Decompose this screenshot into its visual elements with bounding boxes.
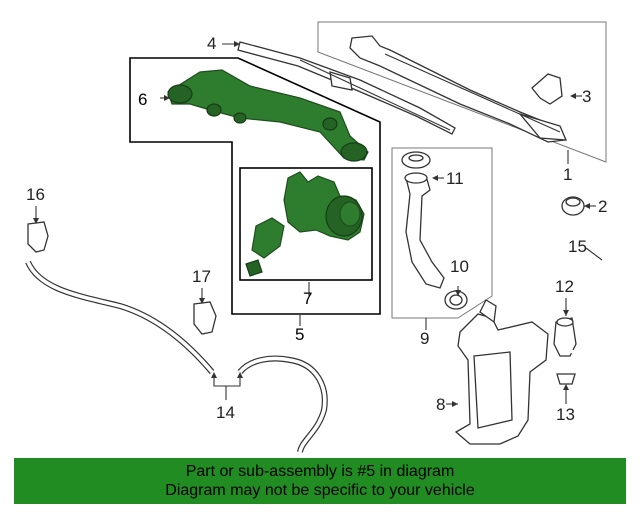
callout-14: 14 [216, 403, 235, 422]
disclaimer-banner: Part or sub-assembly is #5 in diagram Di… [14, 458, 626, 504]
callout-17: 17 [192, 267, 211, 286]
wiper-arm-part-1[interactable] [349, 35, 568, 143]
wiper-linkage-part-6[interactable] [167, 69, 369, 162]
washer-nozzle-part-17[interactable] [193, 301, 217, 335]
callout-11: 11 [446, 169, 464, 188]
callout-13: 13 [556, 405, 575, 424]
arrow-heads [33, 41, 590, 407]
callout-16: 16 [26, 185, 45, 204]
callout-2: 2 [598, 197, 607, 216]
grommet-part-13[interactable] [556, 373, 576, 385]
nut-part-2[interactable] [561, 196, 585, 216]
motor-subassembly-box [239, 167, 373, 281]
wiper-motor-part-7[interactable] [245, 171, 365, 277]
callout-12: 12 [555, 277, 574, 296]
callout-5: 5 [295, 325, 304, 344]
callout-15: 15 [568, 237, 587, 256]
washer-pump-part-12[interactable] [553, 317, 577, 357]
callout-1: 1 [563, 165, 572, 184]
highlighted-assembly-outline [129, 57, 381, 315]
callout-7: 7 [303, 289, 312, 308]
callout-8: 8 [436, 395, 445, 414]
banner-line-2: Diagram may not be specific to your vehi… [165, 482, 475, 499]
callout-3: 3 [582, 87, 591, 106]
washer-nozzle-part-16[interactable] [27, 221, 49, 253]
banner-line-1: Part or sub-assembly is #5 in diagram [185, 463, 455, 480]
hose-part-15[interactable] [568, 261, 606, 354]
wiper-blade-part-4[interactable] [237, 41, 456, 135]
filler-neck-part-9[interactable] [404, 172, 445, 289]
callout-10: 10 [450, 257, 469, 276]
hose-assembly-part-14[interactable] [25, 260, 328, 453]
washer-reservoir-part-8[interactable] [454, 299, 549, 445]
wiper-cap-part-3[interactable] [531, 73, 563, 105]
seal-ring-part-10[interactable] [444, 290, 468, 310]
callout-6: 6 [138, 90, 147, 109]
parts-diagram: 4 3 1 2 6 7 5 11 10 9 8 12 13 15 16 17 1… [25, 21, 607, 453]
callout-4: 4 [207, 34, 216, 53]
filler-cap-part-11[interactable] [401, 151, 431, 169]
callout-9: 9 [420, 329, 429, 348]
